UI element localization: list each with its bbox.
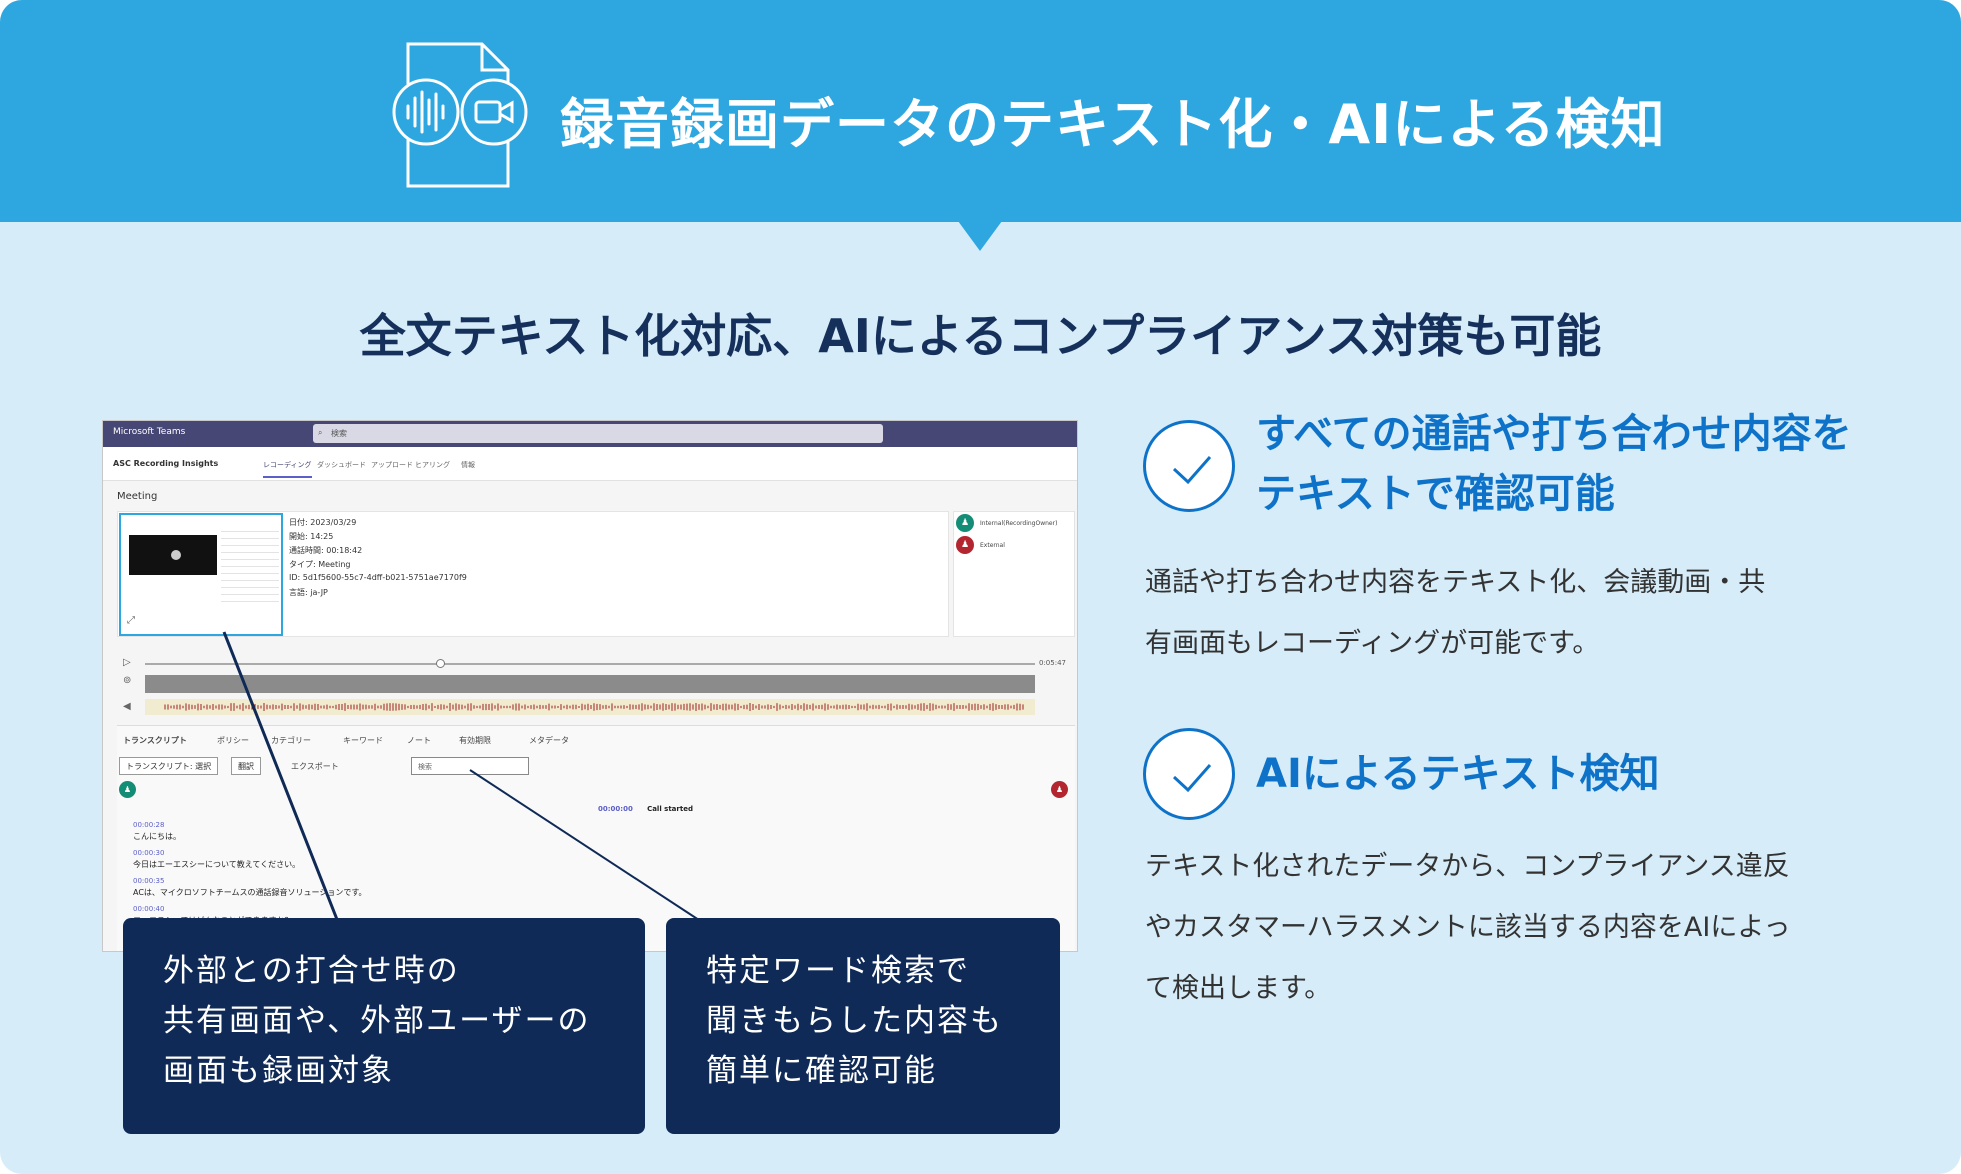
callout-word-search: 特定ワード検索で 聞きもらした内容も 簡単に確認可能 xyxy=(666,918,1060,1134)
participant-internal-avatar: ♟ xyxy=(956,514,974,532)
transcript-time[interactable]: 00:00:30 xyxy=(133,849,165,857)
app-nav-bar: ASC Recording Insights レコーディング ダッシュボード ア… xyxy=(103,447,1077,481)
speaker-external-avatar: ♟ xyxy=(1051,781,1068,798)
speaker-internal-avatar: ♟ xyxy=(119,781,136,798)
meeting-label: Meeting xyxy=(117,491,158,502)
playback-timeline[interactable] xyxy=(145,663,1035,665)
callout-line: 特定ワード検索で xyxy=(706,953,970,989)
feature-body-line: 有画面もレコーディングが可能です。 xyxy=(1145,628,1600,659)
teams-title-bar: Microsoft Teams ⌕ 検索 xyxy=(103,421,1077,447)
teams-search-placeholder: 検索 xyxy=(331,429,347,438)
meta-id: ID: 5d1f5600-55c7-4dff-b021-5751ae7170f9 xyxy=(289,573,467,582)
playback-duration: 0:05:47 xyxy=(1039,659,1066,667)
transcript-text: ACは、マイクロソフトチームスの通話録音ソリューションです。 xyxy=(133,888,367,897)
expand-icon[interactable]: ⤢ xyxy=(127,615,135,626)
participant-external-avatar: ♟ xyxy=(956,536,974,554)
meta-start: 開始: 14:25 xyxy=(289,532,334,541)
transcript-time[interactable]: 00:00:40 xyxy=(133,905,165,913)
check-icon xyxy=(1143,728,1235,820)
nav-tab-info[interactable]: 情報 xyxy=(461,461,475,469)
transcript-text: こんにちは。 xyxy=(133,832,181,841)
nav-tab-upload[interactable]: アップロード xyxy=(371,461,413,469)
transcript-time[interactable]: 00:00:35 xyxy=(133,877,165,885)
call-started-row: 00:00:00 Call started xyxy=(598,805,693,813)
expiry-tab[interactable]: 有効期限 xyxy=(459,736,491,745)
speed-icon[interactable]: ⊚ xyxy=(123,675,132,686)
participant-external-label: External xyxy=(980,542,1005,549)
transcript-tab[interactable]: トランスクリプト xyxy=(123,736,187,745)
nav-tab-hearing[interactable]: ヒアリング xyxy=(415,461,450,469)
transcript-text: 今日はエーエスシーについて教えてください。 xyxy=(133,860,301,869)
teams-title: Microsoft Teams xyxy=(113,427,186,437)
policy-tab[interactable]: ポリシー xyxy=(217,736,249,745)
banner-pointer xyxy=(958,221,1002,251)
check-icon xyxy=(1143,420,1235,512)
meta-date: 日付: 2023/03/29 xyxy=(289,518,357,527)
feature-title: すべての通話や打ち合わせ内容を テキストで確認可能 xyxy=(1256,404,1852,524)
search-icon: ⌕ xyxy=(318,428,323,437)
teams-search-input[interactable]: ⌕ 検索 xyxy=(313,424,883,443)
export-button[interactable]: エクスポート xyxy=(291,762,339,771)
participant-internal-label: Internal(RecordingOwner) xyxy=(980,520,1058,527)
app-logo: ASC Recording Insights xyxy=(113,459,219,468)
call-start-time: 00:00:00 xyxy=(598,805,633,813)
callout-line: 簡単に確認可能 xyxy=(706,1053,937,1089)
shared-screen-preview xyxy=(221,525,279,605)
video-avatar xyxy=(171,550,181,560)
nav-tab-recording[interactable]: レコーディング xyxy=(263,460,312,478)
metadata-tab[interactable]: メタデータ xyxy=(529,736,569,745)
participants-panel: ♟ Internal(RecordingOwner) ♟ External xyxy=(953,511,1075,637)
feature-body-line: 通話や打ち合わせ内容をテキスト化、会議動画・共 xyxy=(1145,567,1766,598)
feature-title-line: テキストで確認可能 xyxy=(1256,471,1615,517)
video-thumbnail[interactable]: ⤢ xyxy=(119,513,283,636)
transcript-select[interactable]: トランスクリプト: 選択 xyxy=(119,757,219,775)
keyword-tab[interactable]: キーワード xyxy=(343,736,383,745)
feature-body-line: やカスタマーハラスメントに該当する内容をAIによっ xyxy=(1145,912,1791,943)
app-screenshot: Microsoft Teams ⌕ 検索 ASC Recording Insig… xyxy=(102,420,1078,952)
call-start-label: Call started xyxy=(647,805,693,813)
category-tab[interactable]: カテゴリー xyxy=(271,736,311,745)
play-icon[interactable]: ▷ xyxy=(123,657,131,668)
callout-shared-screen: 外部との打合せ時の 共有画面や、外部ユーザーの 画面も録画対象 xyxy=(123,918,645,1134)
feature-body-line: て検出します。 xyxy=(1145,973,1332,1004)
transcript-search-input[interactable]: 検索 xyxy=(411,757,529,775)
note-tab[interactable]: ノート xyxy=(407,736,431,745)
header-banner: 録音録画データのテキスト化・AIによる検知 xyxy=(0,0,1961,222)
meta-type: タイプ: Meeting xyxy=(289,560,351,569)
callout-line: 聞きもらした内容も xyxy=(706,1003,1003,1039)
callout-line: 画面も録画対象 xyxy=(163,1053,394,1089)
callout-line: 外部との打合せ時の xyxy=(163,953,460,989)
volume-icon[interactable]: ◀ xyxy=(123,701,131,712)
playback-knob[interactable] xyxy=(436,659,445,668)
transcript-time[interactable]: 00:00:28 xyxy=(133,821,165,829)
translate-select[interactable]: 翻訳 xyxy=(231,757,261,775)
audio-waveform-track xyxy=(145,675,1035,693)
feature-title: AIによるテキスト検知 xyxy=(1256,744,1659,804)
feature-body: 通話や打ち合わせ内容をテキスト化、会議動画・共 有画面もレコーディングが可能です… xyxy=(1145,552,1765,674)
feature-title-line: すべての通話や打ち合わせ内容を xyxy=(1256,411,1852,457)
feature-title-line: AIによるテキスト検知 xyxy=(1256,751,1660,797)
callout-line: 共有画面や、外部ユーザーの xyxy=(163,1003,591,1039)
audio-waveform xyxy=(145,699,1035,715)
meta-language: 言語: ja-JP xyxy=(289,588,328,597)
section-subtitle: 全文テキスト化対応、AIによるコンプライアンス対策も可能 xyxy=(359,309,1602,363)
feature-body-line: テキスト化されたデータから、コンプライアンス違反 xyxy=(1145,851,1790,882)
banner-title: 録音録画データのテキスト化・AIによる検知 xyxy=(560,93,1666,156)
document-audio-video-icon xyxy=(392,42,528,188)
feature-body: テキスト化されたデータから、コンプライアンス違反 やカスタマーハラスメントに該当… xyxy=(1145,836,1791,1019)
meta-duration: 通話時間: 00:18:42 xyxy=(289,546,363,555)
nav-tab-dashboard[interactable]: ダッシュボード xyxy=(317,461,366,469)
